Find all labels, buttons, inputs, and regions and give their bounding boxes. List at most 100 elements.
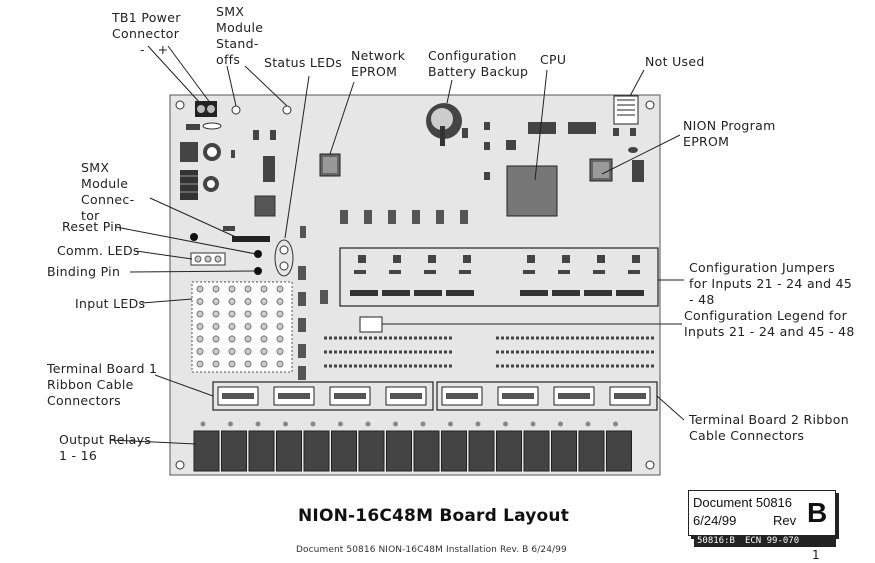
- input-led: [228, 298, 236, 305]
- jumper-chip: [562, 255, 570, 263]
- output-relay: [303, 430, 330, 472]
- label-config-legend: Configuration Legend for: [684, 308, 848, 323]
- output-relay: [578, 430, 605, 472]
- input-led: [228, 323, 236, 330]
- mount-hole: [175, 460, 185, 470]
- input-led: [212, 310, 220, 318]
- output-relay: [441, 430, 467, 472]
- input-led: [244, 285, 252, 293]
- jumper-header: [616, 290, 644, 296]
- input-led: [276, 323, 284, 330]
- jumper-chip: [527, 255, 535, 263]
- ribbon-pins: [558, 393, 590, 399]
- diagram-title: NION-16C48M Board Layout: [298, 506, 570, 526]
- document-box: Document 50816 6/24/99 Rev B: [688, 490, 836, 536]
- input-led: [276, 348, 284, 355]
- reset-pin: [254, 250, 262, 258]
- jumper-block: [628, 270, 640, 274]
- doc-rev-letter: B: [807, 497, 828, 528]
- relay-led: [530, 421, 536, 427]
- mount-hole: [645, 460, 655, 470]
- jumper-header: [552, 290, 580, 296]
- label-smx-standoffs: Module: [216, 20, 264, 35]
- output-relay: [386, 430, 412, 472]
- label-config-jumpers: for Inputs 21 - 24 and 45: [689, 276, 853, 291]
- jumper-block: [389, 270, 401, 274]
- leader-lines: [109, 45, 685, 445]
- output-relay: [276, 430, 302, 472]
- input-led: [244, 348, 252, 355]
- status-leds: [274, 239, 294, 277]
- input-led: [276, 335, 284, 343]
- relay-led: [448, 421, 453, 427]
- label-status-leds: Status LEDs: [264, 55, 343, 70]
- output-relay: [248, 430, 275, 472]
- relay-led: [475, 421, 481, 427]
- input-led: [244, 335, 252, 343]
- input-led: [244, 323, 252, 330]
- ribbon-pins: [278, 393, 310, 399]
- relay-led: [558, 421, 563, 427]
- relay-led: [255, 421, 261, 427]
- input-led: [260, 298, 268, 305]
- ribbon-pins: [502, 393, 534, 399]
- relay-led: [503, 421, 508, 427]
- input-led: [212, 323, 220, 330]
- jumper-header: [382, 290, 410, 296]
- input-led: [276, 285, 284, 293]
- label-network-eprom: Network: [351, 48, 406, 63]
- jumper-chip: [393, 255, 401, 263]
- label-smx-connector: SMX: [81, 160, 110, 175]
- cpu: [506, 165, 558, 217]
- jumper-header: [414, 290, 442, 296]
- input-led: [260, 310, 268, 318]
- jumper-block: [523, 270, 535, 274]
- ribbon-pins: [334, 393, 366, 399]
- input-led: [196, 335, 204, 343]
- label-smx-standoffs: Stand-: [216, 36, 259, 51]
- input-led: [228, 360, 236, 368]
- output-relay: [551, 430, 577, 472]
- input-led: [228, 348, 236, 355]
- input-led: [212, 285, 220, 293]
- input-led: [228, 335, 236, 343]
- smx-standoff: [282, 105, 292, 115]
- output-relay: [358, 430, 385, 472]
- doc-rev-label: Rev: [773, 513, 797, 528]
- input-led: [196, 323, 204, 330]
- label-config-battery: Configuration: [428, 48, 517, 63]
- label-tb1-ribbon: Terminal Board 1: [47, 361, 158, 376]
- label-nion-program-eprom: EPROM: [683, 134, 730, 149]
- doc-number: Document 50816: [693, 495, 793, 510]
- label-output-relays: Output Relays: [59, 432, 152, 447]
- output-relay: [496, 430, 522, 472]
- input-led: [196, 348, 204, 355]
- smx-connector: [232, 236, 270, 242]
- jumper-block: [459, 270, 471, 274]
- jumper-chip: [428, 255, 436, 263]
- output-relay: [468, 430, 495, 472]
- doc-strip-id: 50816:B: [697, 536, 735, 546]
- jumper-block: [558, 270, 570, 274]
- input-led: [212, 348, 220, 355]
- input-led: [228, 285, 236, 293]
- relay-led: [228, 421, 233, 427]
- jumper-header: [584, 290, 612, 296]
- doc-strip-ecn: ECN 99-070: [744, 536, 800, 546]
- input-led: [244, 310, 252, 318]
- input-leds-grid: [191, 281, 293, 373]
- relay-led: [393, 421, 398, 427]
- relay-led: [613, 421, 618, 427]
- relay-led: [420, 421, 426, 427]
- output-relay: [523, 430, 550, 472]
- input-led: [260, 323, 268, 330]
- doc-strip: 50816:B ECN 99-070: [694, 536, 836, 547]
- label-config-battery: Battery Backup: [428, 64, 529, 79]
- relay-led: [283, 421, 288, 427]
- output-relay: [221, 430, 247, 472]
- input-led: [276, 360, 284, 368]
- input-led: [276, 298, 284, 305]
- label-config-jumpers: - 48: [689, 292, 715, 307]
- input-led: [276, 310, 284, 318]
